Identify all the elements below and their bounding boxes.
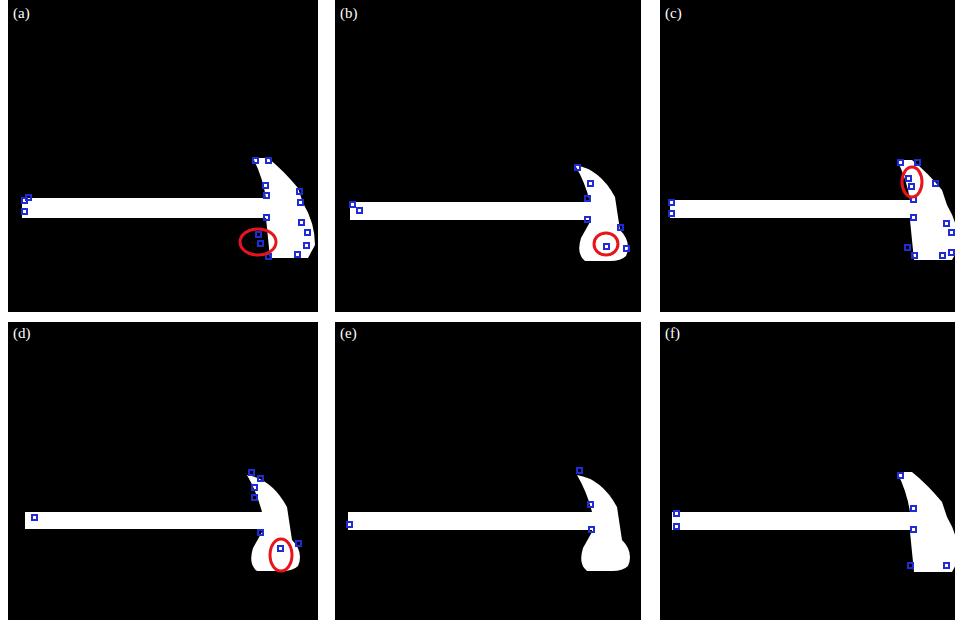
panel-label: (c): [665, 6, 682, 21]
hammer-silhouette: [670, 160, 959, 260]
panel-ground: [8, 0, 318, 312]
panel-ground: [335, 322, 641, 620]
feature-points: [669, 160, 954, 258]
feature-points: [674, 473, 949, 568]
panel-label: (e): [340, 326, 357, 341]
hammer-silhouette: [350, 165, 628, 261]
panel-label: (a): [13, 6, 30, 21]
hammer-silhouette: [348, 475, 630, 571]
highlight-ellipse: [594, 233, 618, 255]
hammer-silhouette: [25, 475, 300, 571]
panel-ground: [660, 0, 955, 312]
highlight-ellipse: [270, 539, 292, 571]
feature-points: [347, 468, 594, 532]
feature-points: [350, 165, 629, 251]
hammer-silhouette: [22, 158, 315, 258]
panel-label: (d): [13, 326, 31, 341]
highlight-ellipse: [240, 229, 276, 255]
feature-points: [22, 158, 310, 259]
panel-label: (b): [340, 6, 358, 21]
panel-ground: [335, 0, 641, 312]
highlight-ellipse: [902, 167, 922, 197]
hammer-silhouette: [672, 472, 959, 572]
panel-label: (f): [665, 326, 680, 341]
panel-ground: [660, 322, 955, 620]
feature-points: [32, 470, 301, 551]
panel-ground: [8, 322, 318, 620]
